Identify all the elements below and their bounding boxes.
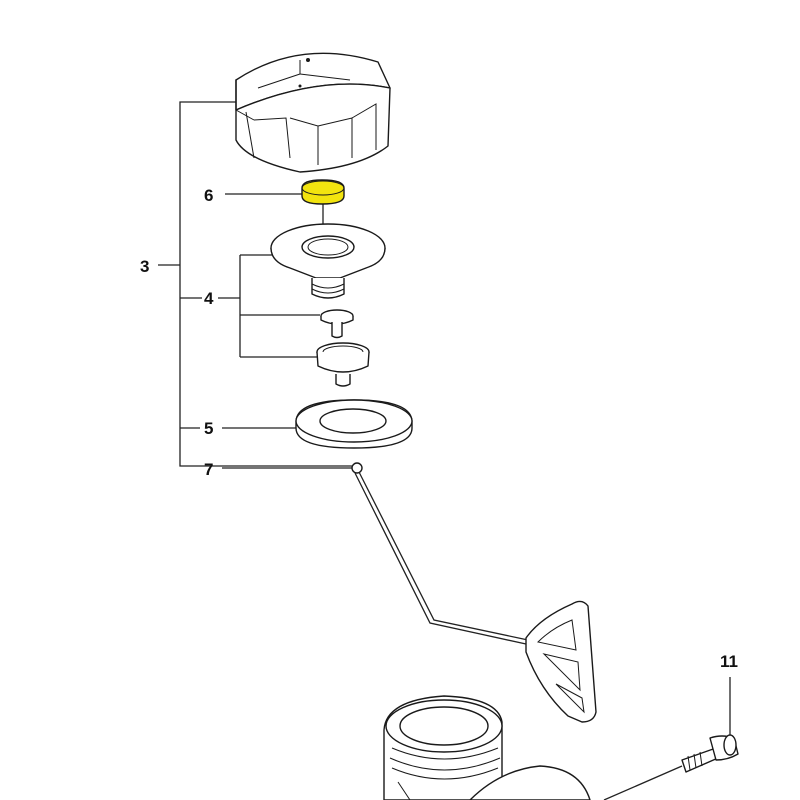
- callout-3: 3: [140, 257, 149, 276]
- callout-labels: 3 4 5 6 7 11: [140, 186, 738, 671]
- part-11-bolt: [603, 734, 739, 800]
- callout-6: 6: [204, 186, 213, 205]
- bracket-lines: [158, 101, 731, 735]
- part-4-cup: [316, 342, 370, 387]
- part-4-flange: [270, 223, 386, 299]
- callout-7: 7: [204, 460, 213, 479]
- callout-11: 11: [720, 652, 738, 671]
- part-6-gasket: [301, 179, 345, 205]
- callout-5: 5: [204, 419, 213, 438]
- fuel-cap: [235, 52, 391, 173]
- part-4-valve: [320, 309, 354, 339]
- part-5-washer: [295, 399, 413, 449]
- fuel-tank-neck: [383, 695, 591, 800]
- part-7-strap: [351, 462, 597, 723]
- callout-4: 4: [204, 289, 214, 308]
